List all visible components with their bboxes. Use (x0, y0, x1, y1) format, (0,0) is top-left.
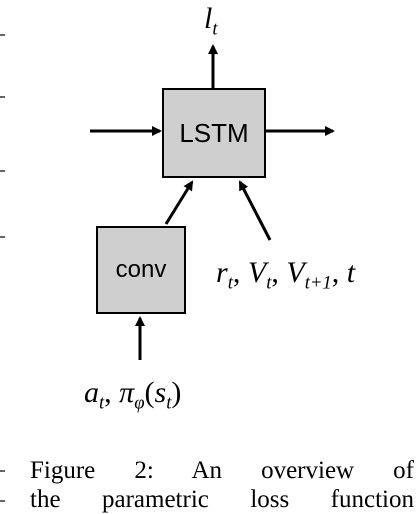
margin-mark (0, 96, 5, 98)
side-sub-v-next: t+1 (304, 272, 332, 294)
side-var-r: r (216, 256, 228, 289)
side-sep-2: , (271, 256, 287, 289)
conv-label: conv (115, 256, 167, 283)
side-inputs-label: rt, Vt, Vt+1, t (216, 256, 356, 293)
input-sub-a: t (99, 392, 105, 414)
output-sub: t (212, 18, 218, 40)
side-var-v-next: V (286, 256, 305, 289)
margin-mark (0, 236, 5, 238)
margin-mark (0, 500, 5, 502)
caption-line-1: Figure 2: An overview of (30, 457, 414, 484)
side-var-v: V (247, 256, 267, 289)
side-var-t: t (346, 256, 356, 289)
input-pi-sub: φ (134, 392, 145, 414)
side-inputs-to-lstm-arrow (238, 180, 272, 241)
input-sub-s: t (166, 392, 172, 414)
output-var: l (204, 2, 213, 35)
input-close-paren: ) (171, 376, 182, 409)
output-label: lt (204, 2, 218, 39)
input-label: at, πφ(st) (84, 376, 182, 413)
input-pi: π (119, 376, 135, 409)
input-var-a: a (84, 376, 99, 409)
conv-box: conv (96, 226, 186, 314)
input-var-s: s (154, 376, 167, 409)
margin-mark (0, 470, 5, 472)
side-sub-r: t (227, 272, 233, 294)
side-sep-1: , (232, 256, 248, 289)
conv-to-lstm-arrow (164, 180, 194, 225)
side-sep-3: , (331, 256, 347, 289)
lstm-box: LSTM (162, 88, 266, 178)
lstm-label: LSTM (179, 117, 249, 148)
caption-line-2: the parametric loss function (30, 486, 414, 513)
input-sep: , (104, 376, 120, 409)
margin-mark (0, 170, 5, 172)
side-sub-v: t (266, 272, 272, 294)
margin-mark (0, 34, 5, 36)
figure-caption: Figure 2: An overview of the parametric … (30, 456, 414, 514)
input-open-paren: ( (144, 376, 155, 409)
